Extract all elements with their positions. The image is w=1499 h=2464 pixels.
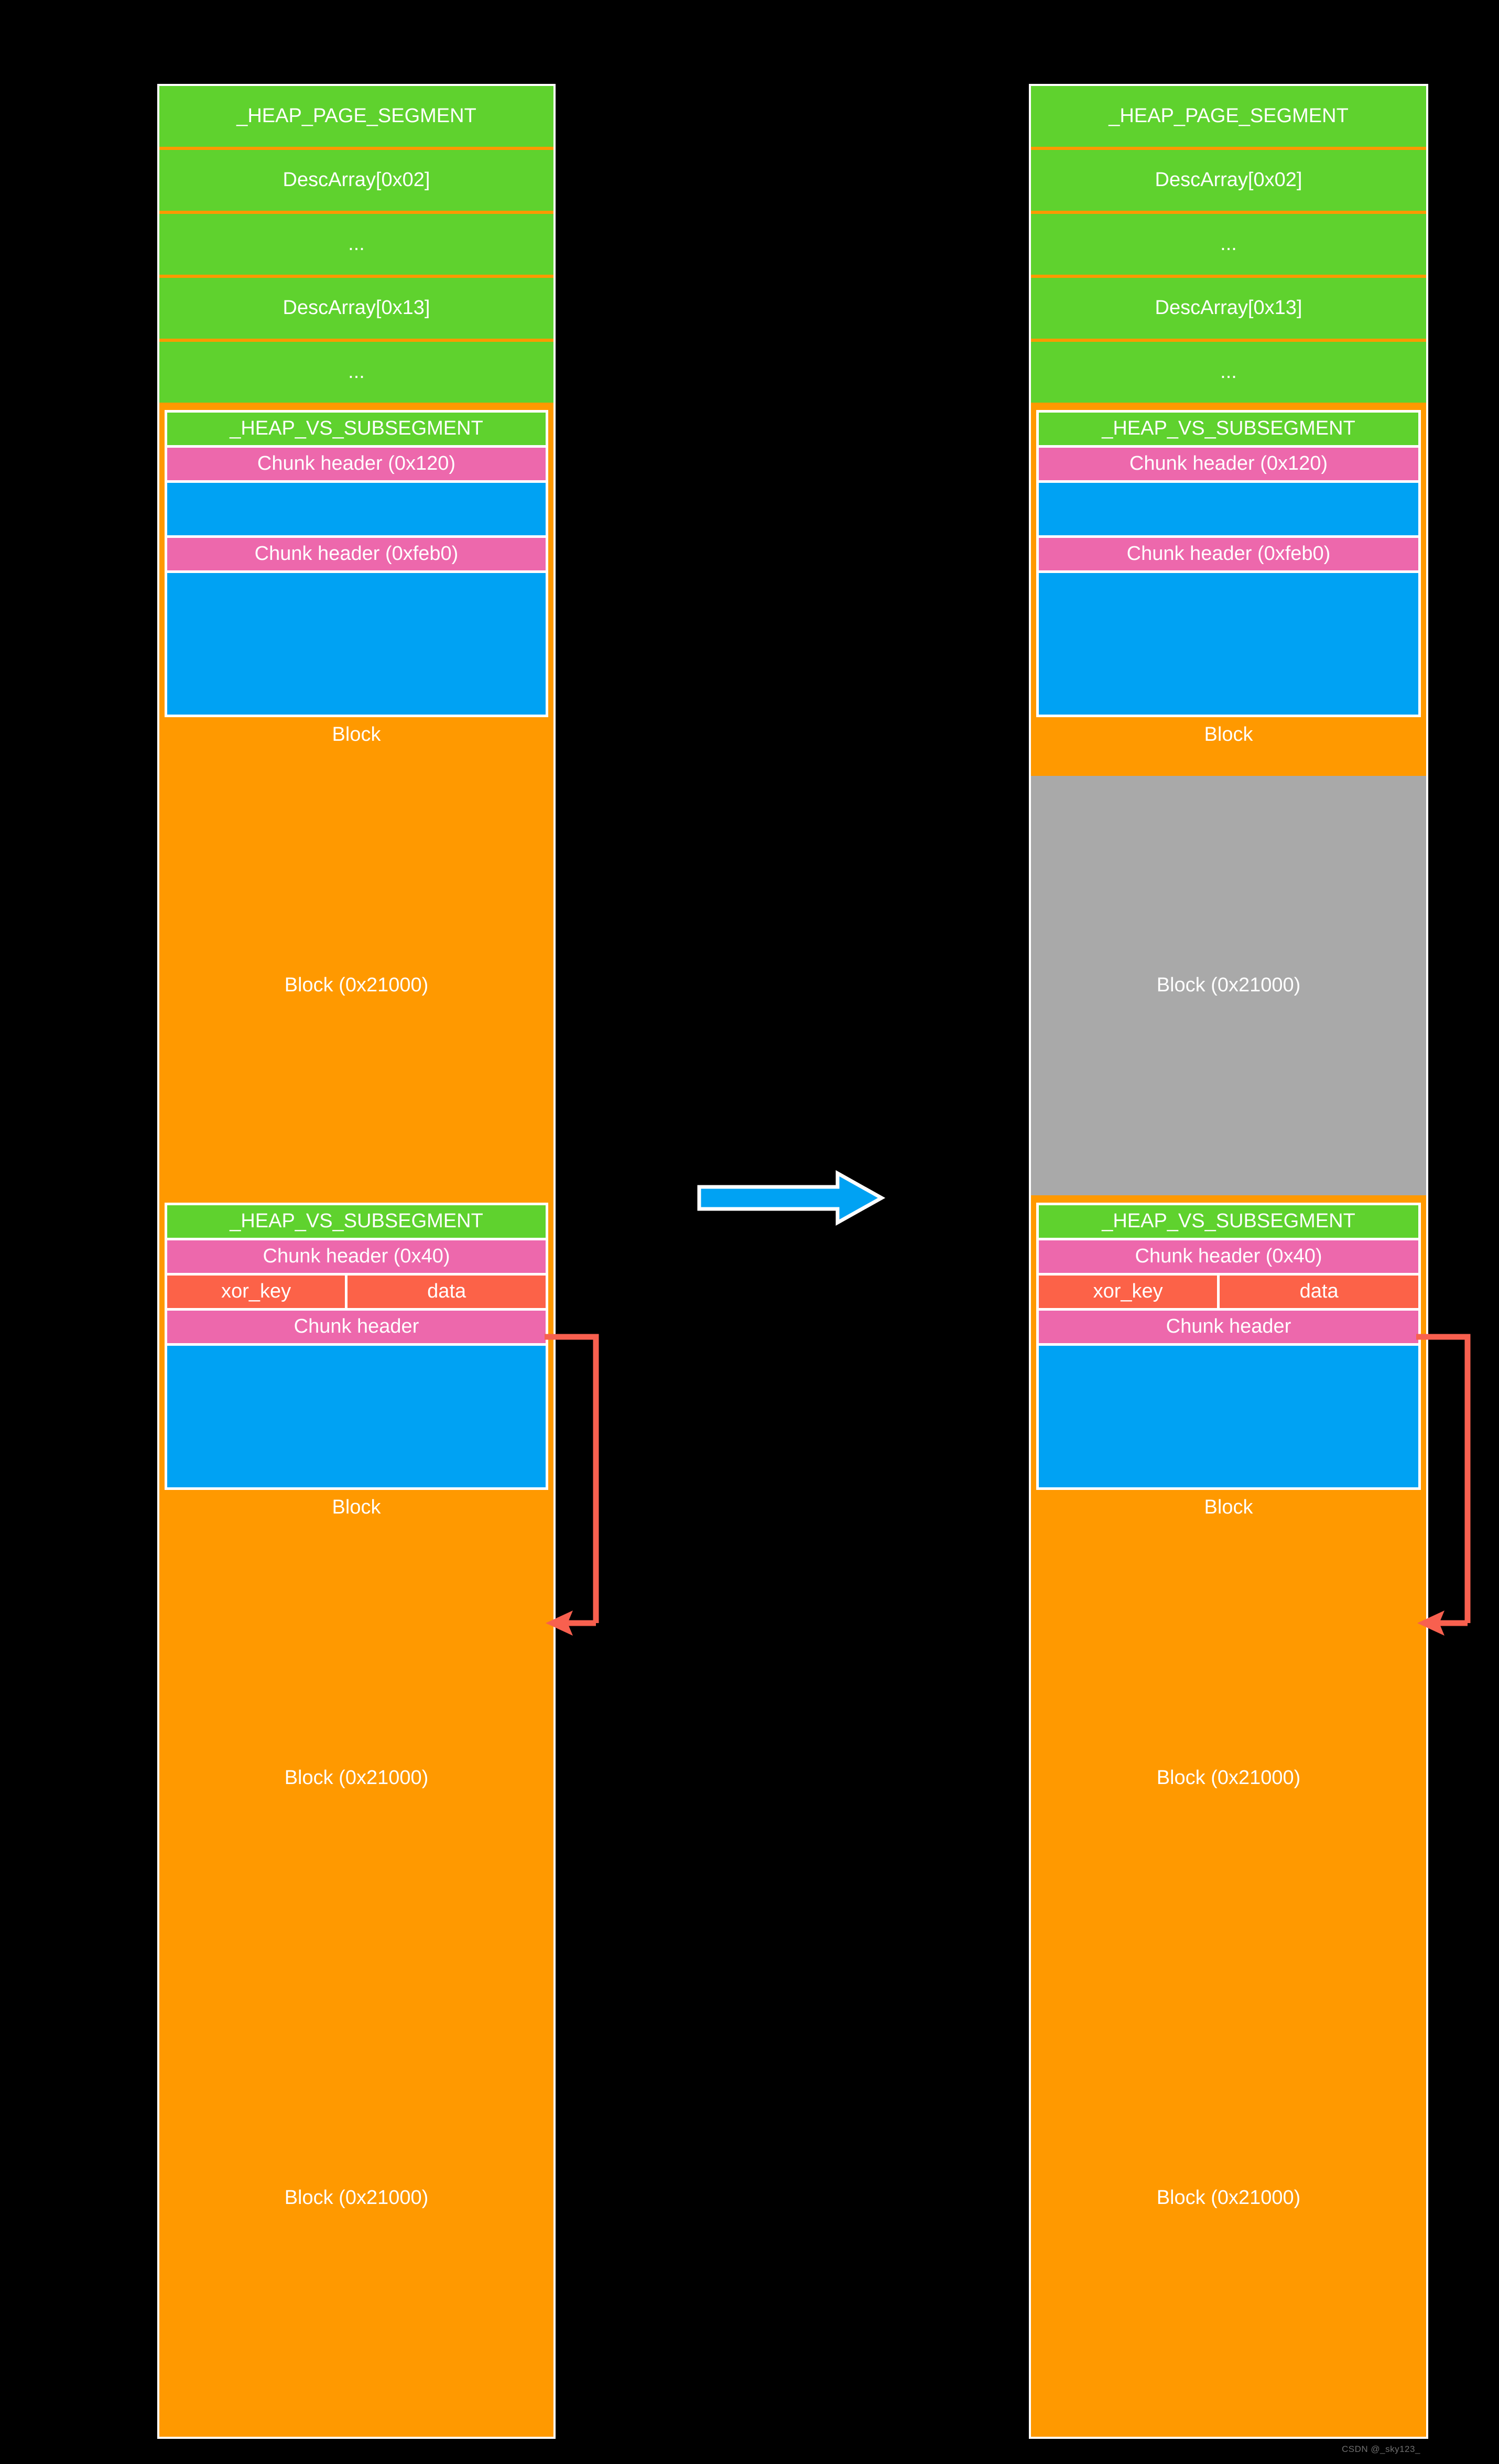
- chunk-header: Chunk header (0xfeb0): [167, 538, 546, 570]
- heap-block: Block (0x21000): [1031, 1991, 1426, 2405]
- chunk-body: [167, 483, 546, 535]
- desc-array-row: DescArray[0x13]: [1031, 278, 1426, 339]
- segment-header: _HEAP_PAGE_SEGMENT: [1031, 86, 1426, 147]
- chunk-header: Chunk header (0x120): [1039, 448, 1418, 480]
- chunk-header: Chunk header: [167, 1311, 546, 1343]
- subsegment-header: _HEAP_VS_SUBSEGMENT: [167, 1205, 546, 1238]
- data-cell: data: [1220, 1276, 1418, 1308]
- heap-block: Block (0x21000): [159, 1569, 553, 1988]
- xor-key-cell: xor_key: [1039, 1276, 1218, 1308]
- data-overflow-pointer-left: [545, 1334, 599, 1636]
- data-cell: data: [347, 1276, 546, 1308]
- heap-block: Block (0x21000): [159, 776, 553, 1195]
- chunk-header: Chunk header (0x40): [167, 1240, 546, 1273]
- chunk-body: [167, 573, 546, 715]
- desc-array-row: ...: [1031, 214, 1426, 275]
- desc-array-row: ...: [1031, 342, 1426, 403]
- subsegment-block-label: Block: [1036, 1490, 1421, 1525]
- chunk-body: [167, 1346, 546, 1487]
- subsegment-header: _HEAP_VS_SUBSEGMENT: [167, 413, 546, 445]
- segment-header: _HEAP_PAGE_SEGMENT: [159, 86, 553, 147]
- desc-array-row: ...: [159, 214, 553, 275]
- chunk-body: [1039, 483, 1418, 535]
- subsegment-header: _HEAP_VS_SUBSEGMENT: [1039, 1205, 1418, 1238]
- subsegment-block-label: Block: [1036, 717, 1421, 752]
- chunk-header: Chunk header (0x120): [167, 448, 546, 480]
- desc-array-row: DescArray[0x02]: [1031, 150, 1426, 211]
- subsegment-header: _HEAP_VS_SUBSEGMENT: [1039, 413, 1418, 445]
- heap-block: Block (0x21000): [1031, 1569, 1426, 1988]
- desc-array-row: DescArray[0x02]: [159, 150, 553, 211]
- chunk-header: Chunk header: [1039, 1311, 1418, 1343]
- chunk-header: Chunk header (0xfeb0): [1039, 538, 1418, 570]
- desc-array-row: DescArray[0x13]: [159, 278, 553, 339]
- heap-block: Block (0x21000): [159, 1991, 553, 2405]
- transition-arrow-icon: [697, 1170, 886, 1226]
- watermark: CSDN @_sky123_: [1342, 2444, 1420, 2454]
- subsegment-block-label: Block: [165, 1490, 548, 1525]
- chunk-body: [1039, 573, 1418, 715]
- subsegment-block-label: Block: [165, 717, 548, 752]
- desc-array-row: ...: [159, 342, 553, 403]
- heap-block: Block (0x21000): [1031, 776, 1426, 1195]
- chunk-body: [1039, 1346, 1418, 1487]
- chunk-header: Chunk header (0x40): [1039, 1240, 1418, 1273]
- xor-key-cell: xor_key: [167, 1276, 345, 1308]
- data-overflow-pointer-right: [1416, 1334, 1471, 1636]
